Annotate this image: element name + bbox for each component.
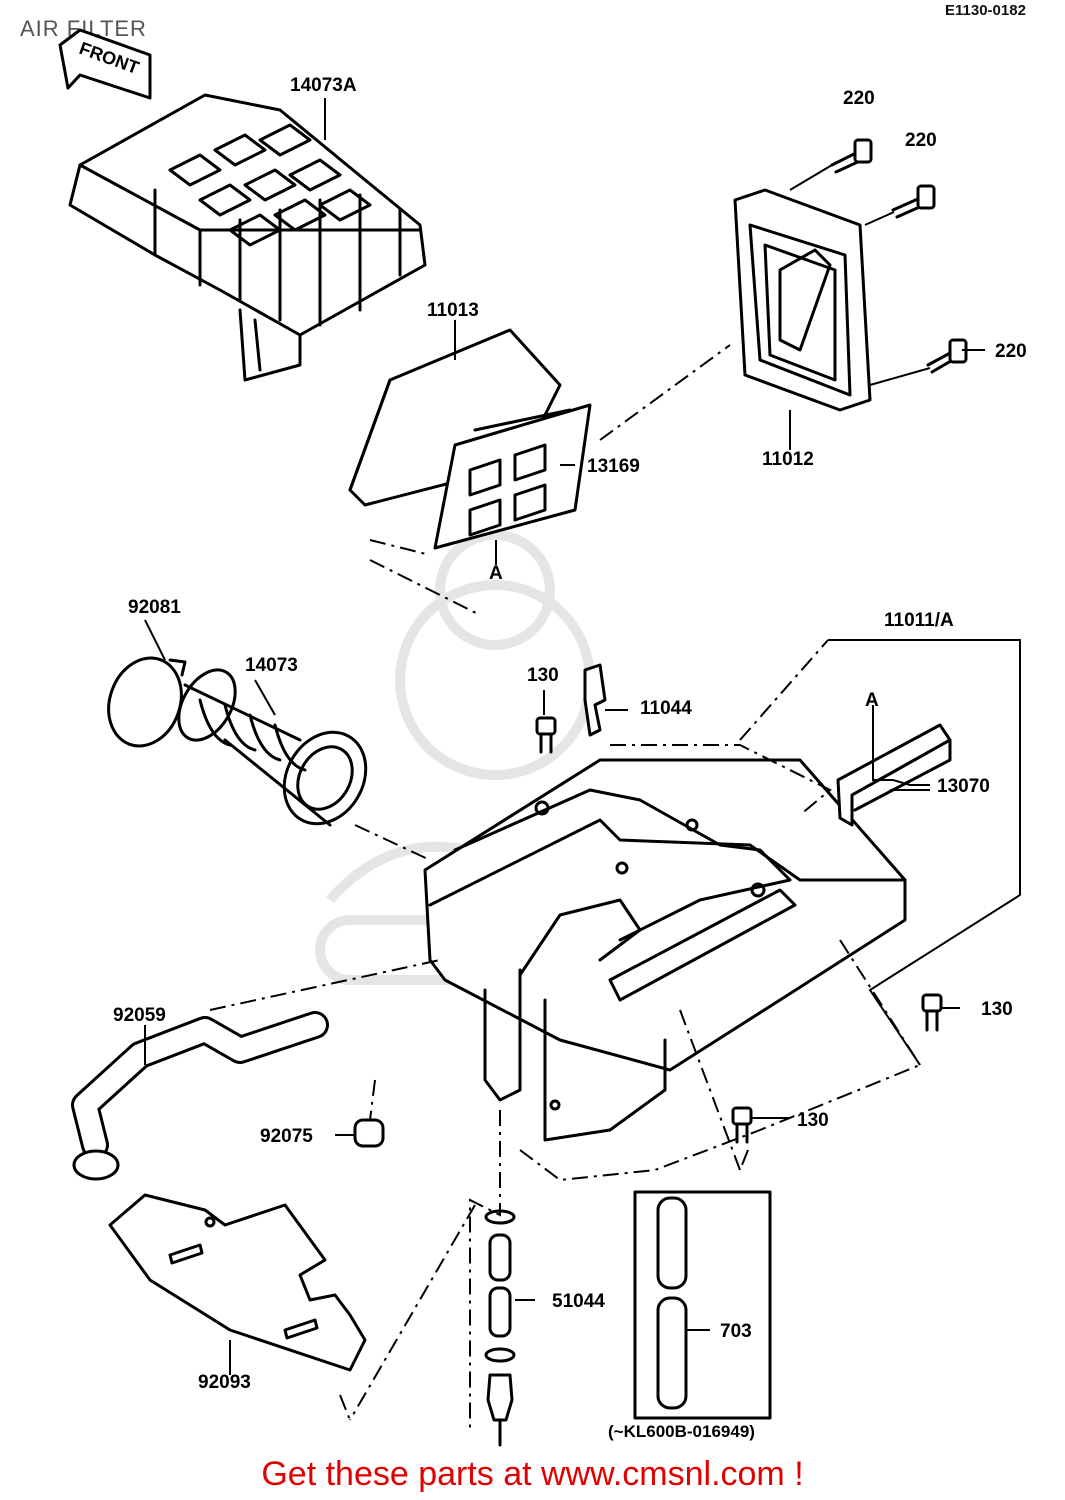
label-11011A: 11011/A xyxy=(884,610,954,631)
hose-clamp xyxy=(107,656,187,748)
label-A-frame: A xyxy=(489,563,503,584)
label-11012: 11012 xyxy=(762,449,814,470)
plate-92093 xyxy=(108,1193,367,1372)
cap-92075 xyxy=(353,1118,385,1148)
label-220-middle: 220 xyxy=(905,130,937,151)
label-14073A: 14073A xyxy=(290,75,357,96)
tube-703-box xyxy=(633,1190,772,1420)
drain-tube-set xyxy=(484,1209,516,1447)
label-11013: 11013 xyxy=(427,300,479,321)
breather-hose xyxy=(71,1011,329,1181)
label-220-bottom: 220 xyxy=(995,341,1027,362)
filter-frame xyxy=(433,403,592,550)
plate-13070 xyxy=(836,723,952,827)
screw-220-bottom xyxy=(926,338,968,374)
label-130-right: 130 xyxy=(981,999,1013,1020)
front-arrow-icon xyxy=(58,28,152,100)
label-A-plate: A xyxy=(865,690,879,711)
label-703: 703 xyxy=(720,1321,752,1342)
bolt-130-top xyxy=(535,716,557,754)
air-box-housing xyxy=(423,758,907,1142)
label-92081: 92081 xyxy=(128,597,181,618)
label-11044: 11044 xyxy=(640,698,692,719)
label-14073: 14073 xyxy=(245,655,298,676)
air-filter-cap xyxy=(733,188,872,412)
label-92059: 92059 xyxy=(113,1005,166,1026)
label-130-lower: 130 xyxy=(797,1110,829,1131)
label-92075: 92075 xyxy=(260,1126,313,1147)
intake-duct xyxy=(177,668,368,827)
label-13169: 13169 xyxy=(587,456,640,477)
label-220-top: 220 xyxy=(843,88,875,109)
screw-220-middle xyxy=(891,184,936,219)
screw-220-top xyxy=(830,138,873,174)
label-13070: 13070 xyxy=(937,776,990,797)
bracket-11044 xyxy=(583,663,607,737)
air-filter-cover xyxy=(68,93,427,382)
serial-note: (~KL600B-016949) xyxy=(608,1422,755,1441)
bolt-130-lower xyxy=(731,1106,753,1144)
label-130-top: 130 xyxy=(527,665,559,686)
label-51044: 51044 xyxy=(552,1291,605,1312)
bolt-130-right xyxy=(921,993,943,1032)
footer-link-text[interactable]: Get these parts at www.cmsnl.com ! xyxy=(261,1455,804,1493)
diagram-code: E1130-0182 xyxy=(945,2,1026,19)
label-92093: 92093 xyxy=(198,1372,251,1393)
